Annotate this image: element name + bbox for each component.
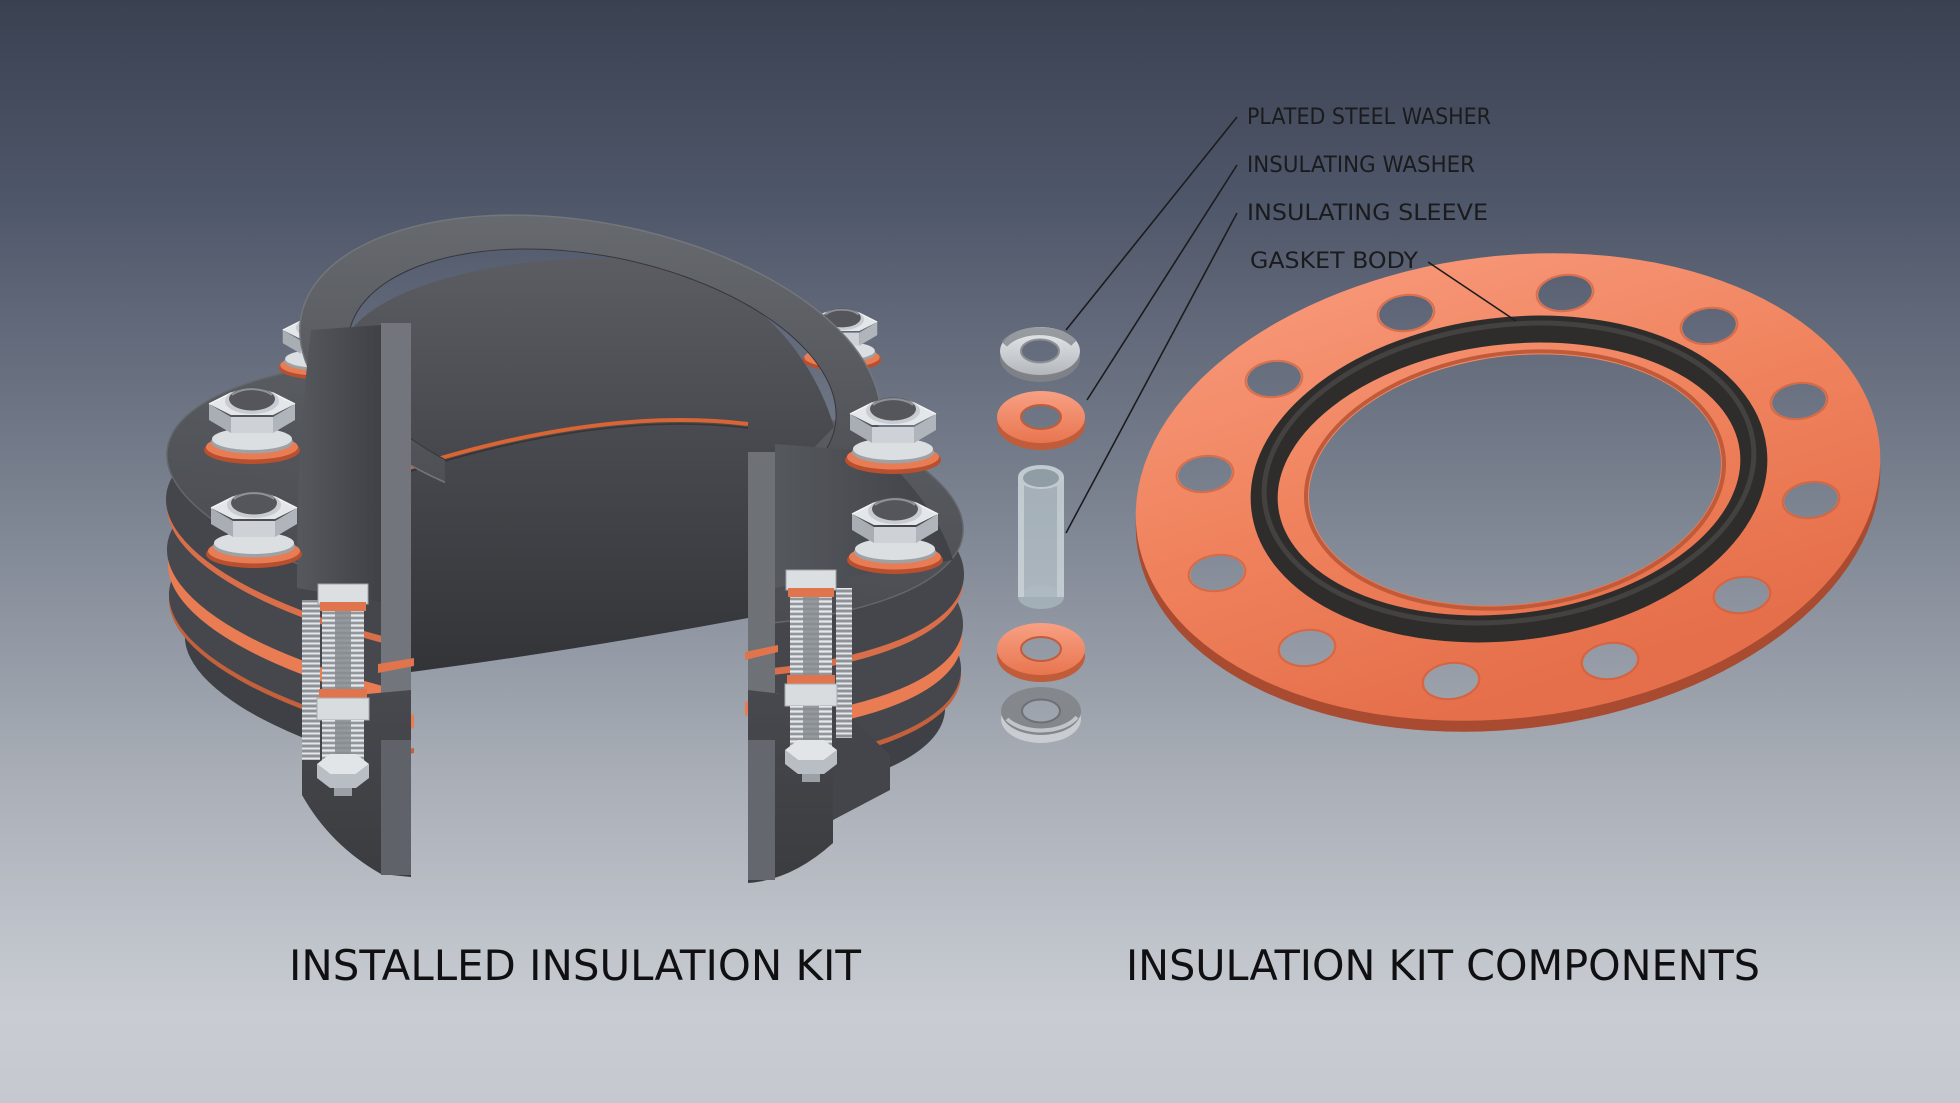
- leader-insulating-washer: [1086, 164, 1238, 401]
- sectioned-stud-right: [784, 569, 838, 783]
- callout-labels: PLATED STEEL WASHER INSULATING WASHER IN…: [1247, 105, 1491, 274]
- installed-assembly: [165, 200, 965, 883]
- label-insulating-washer: INSULATING WASHER: [1247, 153, 1475, 178]
- caption-kit-components: INSULATION KIT COMPONENTS: [1126, 941, 1760, 990]
- leader-lines: [1065, 116, 1517, 534]
- leader-plated-steel-washer: [1065, 116, 1238, 331]
- pipe-shell-left: [297, 325, 381, 602]
- label-insulating-sleeve: INSULATING SLEEVE: [1247, 201, 1488, 226]
- plated-steel-washer-part-lower: [1001, 687, 1081, 743]
- gasket-bolt-holes: [1175, 273, 1841, 701]
- insulating-sleeve-part: [1018, 465, 1064, 609]
- insulating-washer-part-lower: [997, 623, 1085, 682]
- label-plated-steel-washer: PLATED STEEL WASHER: [1247, 105, 1491, 130]
- leader-insulating-sleeve: [1065, 212, 1238, 534]
- gasket-body-part: [1135, 253, 1881, 732]
- plated-steel-washer-part: [1000, 327, 1080, 382]
- label-gasket-body: GASKET BODY: [1250, 249, 1419, 274]
- caption-installed-kit: INSTALLED INSULATION KIT: [289, 941, 861, 990]
- leader-gasket-body: [1427, 261, 1517, 322]
- insulating-washer-part-upper: [997, 391, 1085, 450]
- sectioned-stud-left: [316, 583, 370, 797]
